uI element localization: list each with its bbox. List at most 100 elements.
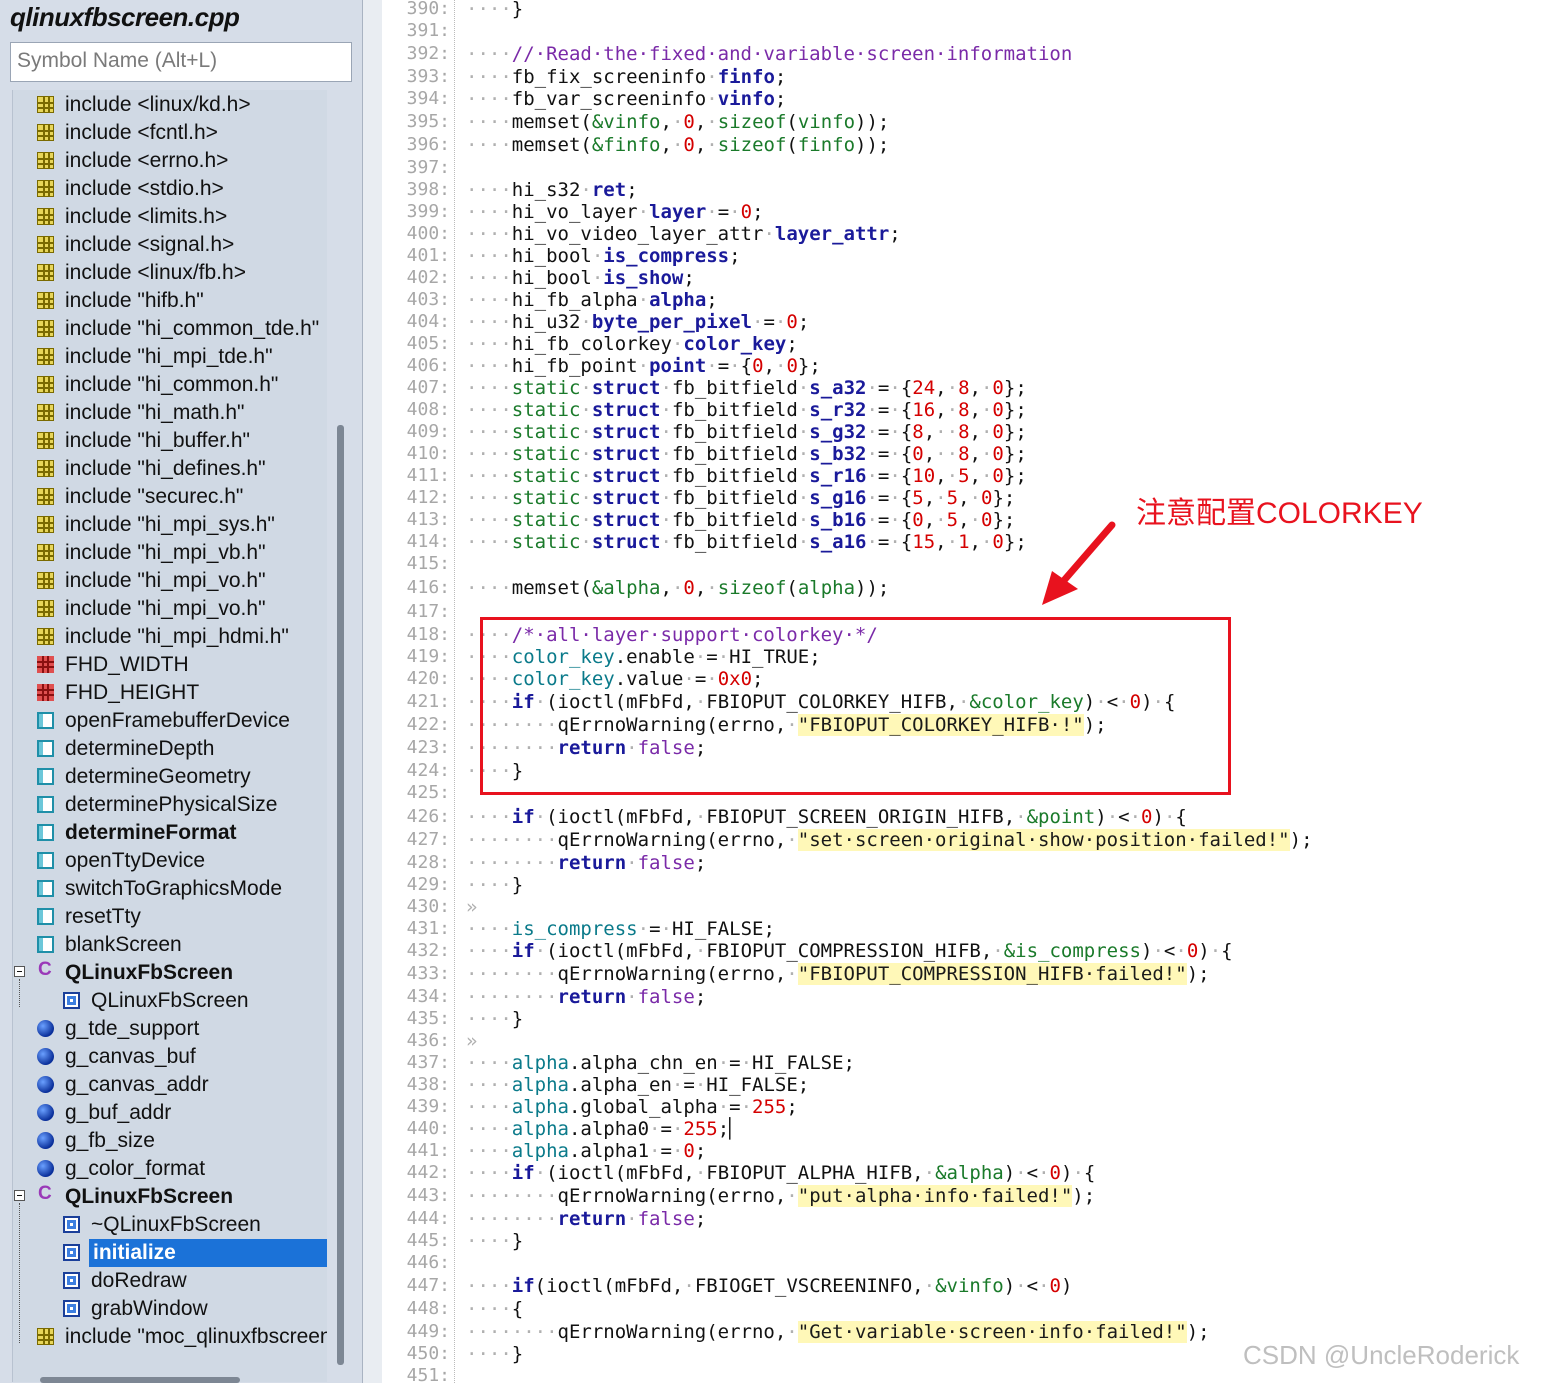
symbol-tree-vertical-scrollbar[interactable] — [337, 425, 344, 1365]
collapse-icon[interactable] — [14, 1190, 25, 1201]
symbol-tree-item[interactable]: include <fcntl.h> — [13, 119, 327, 147]
symbol-tree-item[interactable]: include "hi_mpi_hdmi.h" — [13, 623, 327, 651]
symbol-tree-item[interactable]: include "hi_common_tde.h" — [13, 315, 327, 343]
symbol-tree-item[interactable]: include "hi_mpi_vb.h" — [13, 539, 327, 567]
code-editor[interactable]: 390:····}391:392:····//·Read·the·fixed·a… — [382, 0, 1552, 1386]
code-line[interactable]: ····if(ioctl(mFbFd,·FBIOGET_VSCREENINFO,… — [466, 1275, 1073, 1297]
code-line[interactable]: ····{ — [466, 1298, 524, 1320]
symbol-tree-item[interactable]: include "hi_mpi_vo.h" — [13, 567, 327, 595]
code-line[interactable]: ········qErrnoWarning(errno,·"set·screen… — [466, 829, 1313, 851]
symbol-tree-item[interactable]: include <linux/fb.h> — [13, 259, 327, 287]
symbol-tree-item[interactable]: determineDepth — [13, 735, 327, 763]
symbol-tree-item[interactable]: g_fb_size — [13, 1127, 327, 1155]
symbol-tree-item[interactable]: determinePhysicalSize — [13, 791, 327, 819]
symbol-tree-item[interactable]: include "hi_mpi_sys.h" — [13, 511, 327, 539]
symbol-tree-item[interactable]: FHD_WIDTH — [13, 651, 327, 679]
code-line[interactable]: ····if·(ioctl(mFbFd,·FBIOPUT_COLORKEY_HI… — [466, 691, 1176, 713]
code-line[interactable]: ····} — [466, 1008, 524, 1030]
code-line[interactable]: ····/*·all·layer·support·colorkey·*/ — [466, 624, 878, 646]
code-line[interactable]: ····//·Read·the·fixed·and·variable·scree… — [466, 43, 1073, 65]
code-line[interactable]: ········qErrnoWarning(errno,·"FBIOPUT_CO… — [466, 714, 1107, 736]
code-line[interactable]: ····fb_fix_screeninfo·finfo; — [466, 66, 787, 88]
code-line[interactable]: ····hi_bool·is_compress; — [466, 245, 741, 267]
code-line[interactable]: ····} — [466, 1343, 524, 1365]
code-line[interactable]: ····color_key.value·=·0x0; — [466, 668, 764, 690]
symbol-tree-item[interactable]: resetTty — [13, 903, 327, 931]
symbol-tree-item[interactable]: include "securec.h" — [13, 483, 327, 511]
code-line[interactable]: ········qErrnoWarning(errno,·"put·alpha·… — [466, 1185, 1096, 1207]
symbol-tree-item[interactable]: determineFormat — [13, 819, 327, 847]
code-line[interactable]: ····hi_u32·byte_per_pixel·=·0; — [466, 311, 810, 333]
code-line[interactable]: ····static·struct·fb_bitfield·s_b16·=·{0… — [466, 509, 1016, 531]
code-line[interactable]: ····static·struct·fb_bitfield·s_g32·=·{8… — [466, 421, 1027, 443]
symbol-tree-item[interactable]: include "hi_math.h" — [13, 399, 327, 427]
code-line[interactable]: » — [466, 1030, 478, 1052]
code-line[interactable]: ····} — [466, 874, 524, 896]
code-line[interactable]: ····hi_vo_video_layer_attr·layer_attr; — [466, 223, 901, 245]
code-line[interactable]: ····hi_vo_layer·layer·=·0; — [466, 201, 764, 223]
code-line[interactable]: ····static·struct·fb_bitfield·s_r16·=·{1… — [466, 465, 1027, 487]
symbol-tree-item[interactable]: include <limits.h> — [13, 203, 327, 231]
code-line[interactable]: ····is_compress·=·HI_FALSE; — [466, 918, 775, 940]
symbol-tree-item[interactable]: include "hifb.h" — [13, 287, 327, 315]
code-line[interactable]: ····} — [466, 760, 524, 782]
code-line[interactable]: ····static·struct·fb_bitfield·s_g16·=·{5… — [466, 487, 1016, 509]
symbol-tree-item[interactable]: doRedraw — [13, 1267, 327, 1295]
symbol-tree-item[interactable]: include <errno.h> — [13, 147, 327, 175]
code-line[interactable]: ····alpha.alpha0·=·255;▏ — [466, 1118, 741, 1140]
code-line[interactable]: ········return·false; — [466, 1208, 707, 1230]
symbol-tree-item[interactable]: include "hi_mpi_vo.h" — [13, 595, 327, 623]
symbol-tree-item[interactable]: QLinuxFbScreen — [13, 987, 327, 1015]
symbol-tree-item[interactable]: include <linux/kd.h> — [13, 91, 327, 119]
symbol-tree-horizontal-scrollbar[interactable] — [40, 1377, 240, 1383]
symbol-tree-item[interactable]: include "hi_defines.h" — [13, 455, 327, 483]
symbol-tree-item[interactable]: switchToGraphicsMode — [13, 875, 327, 903]
code-line[interactable]: ····hi_fb_colorkey·color_key; — [466, 333, 798, 355]
code-line[interactable]: ····static·struct·fb_bitfield·s_a16·=·{1… — [466, 531, 1027, 553]
symbol-tree-item[interactable]: initialize — [13, 1239, 327, 1267]
code-line[interactable]: ····if·(ioctl(mFbFd,·FBIOPUT_COMPRESSION… — [466, 940, 1233, 962]
symbol-tree-item[interactable]: ~QLinuxFbScreen — [13, 1211, 327, 1239]
symbol-tree-item[interactable]: g_canvas_addr — [13, 1071, 327, 1099]
symbol-tree-item[interactable]: include "hi_mpi_tde.h" — [13, 343, 327, 371]
code-line[interactable]: ····alpha.global_alpha·=·255; — [466, 1096, 798, 1118]
code-line[interactable]: ····if·(ioctl(mFbFd,·FBIOPUT_ALPHA_HIFB,… — [466, 1162, 1096, 1184]
code-line[interactable]: ········return·false; — [466, 986, 707, 1008]
code-line[interactable]: ····if·(ioctl(mFbFd,·FBIOPUT_SCREEN_ORIG… — [466, 806, 1187, 828]
symbol-search-input[interactable]: Symbol Name (Alt+L) — [10, 42, 352, 82]
symbol-tree-item[interactable]: include <stdio.h> — [13, 175, 327, 203]
code-line[interactable]: ····fb_var_screeninfo·vinfo; — [466, 88, 787, 110]
code-line[interactable]: ····hi_s32·ret; — [466, 179, 638, 201]
code-line[interactable]: ····memset(&vinfo,·0,·sizeof(vinfo)); — [466, 111, 890, 133]
symbol-tree-item[interactable]: include "hi_common.h" — [13, 371, 327, 399]
code-line[interactable]: ····hi_bool·is_show; — [466, 267, 695, 289]
panel-splitter[interactable] — [363, 0, 382, 1383]
symbol-tree-item[interactable]: g_canvas_buf — [13, 1043, 327, 1071]
symbol-tree-item[interactable]: blankScreen — [13, 931, 327, 959]
code-line[interactable]: ····alpha.alpha1·=·0; — [466, 1140, 707, 1162]
code-line[interactable]: ····} — [466, 0, 524, 20]
code-line[interactable]: ········return·false; — [466, 737, 707, 759]
symbol-tree-item[interactable]: g_tde_support — [13, 1015, 327, 1043]
symbol-tree-item[interactable]: include "hi_buffer.h" — [13, 427, 327, 455]
symbol-tree-item[interactable]: grabWindow — [13, 1295, 327, 1323]
symbol-tree-item[interactable]: determineGeometry — [13, 763, 327, 791]
code-line[interactable]: ····static·struct·fb_bitfield·s_b32·=·{0… — [466, 443, 1027, 465]
code-line[interactable]: ····memset(&finfo,·0,·sizeof(finfo)); — [466, 134, 890, 156]
symbol-tree-item[interactable]: g_buf_addr — [13, 1099, 327, 1127]
symbol-tree-item[interactable]: openTtyDevice — [13, 847, 327, 875]
symbol-tree-item[interactable]: include "moc_qlinuxfbscreen.cpp" — [13, 1323, 327, 1351]
code-line[interactable]: ····alpha.alpha_en·=·HI_FALSE; — [466, 1074, 810, 1096]
symbol-tree-item[interactable]: QLinuxFbScreen — [13, 959, 327, 987]
code-line[interactable]: ········return·false; — [466, 852, 707, 874]
code-line[interactable]: ····color_key.enable·=·HI_TRUE; — [466, 646, 821, 668]
code-line[interactable]: ········qErrnoWarning(errno,·"Get·variab… — [466, 1321, 1210, 1343]
symbol-tree-item[interactable]: include <signal.h> — [13, 231, 327, 259]
code-line[interactable]: ····static·struct·fb_bitfield·s_a32·=·{2… — [466, 377, 1027, 399]
code-line[interactable]: ····memset(&alpha,·0,·sizeof(alpha)); — [466, 577, 890, 599]
code-line[interactable]: ····} — [466, 1230, 524, 1252]
symbol-tree-item[interactable]: g_color_format — [13, 1155, 327, 1183]
symbol-tree-item[interactable]: FHD_HEIGHT — [13, 679, 327, 707]
symbol-tree-item[interactable]: QLinuxFbScreen — [13, 1183, 327, 1211]
code-line[interactable]: ····alpha.alpha_chn_en·=·HI_FALSE; — [466, 1052, 855, 1074]
